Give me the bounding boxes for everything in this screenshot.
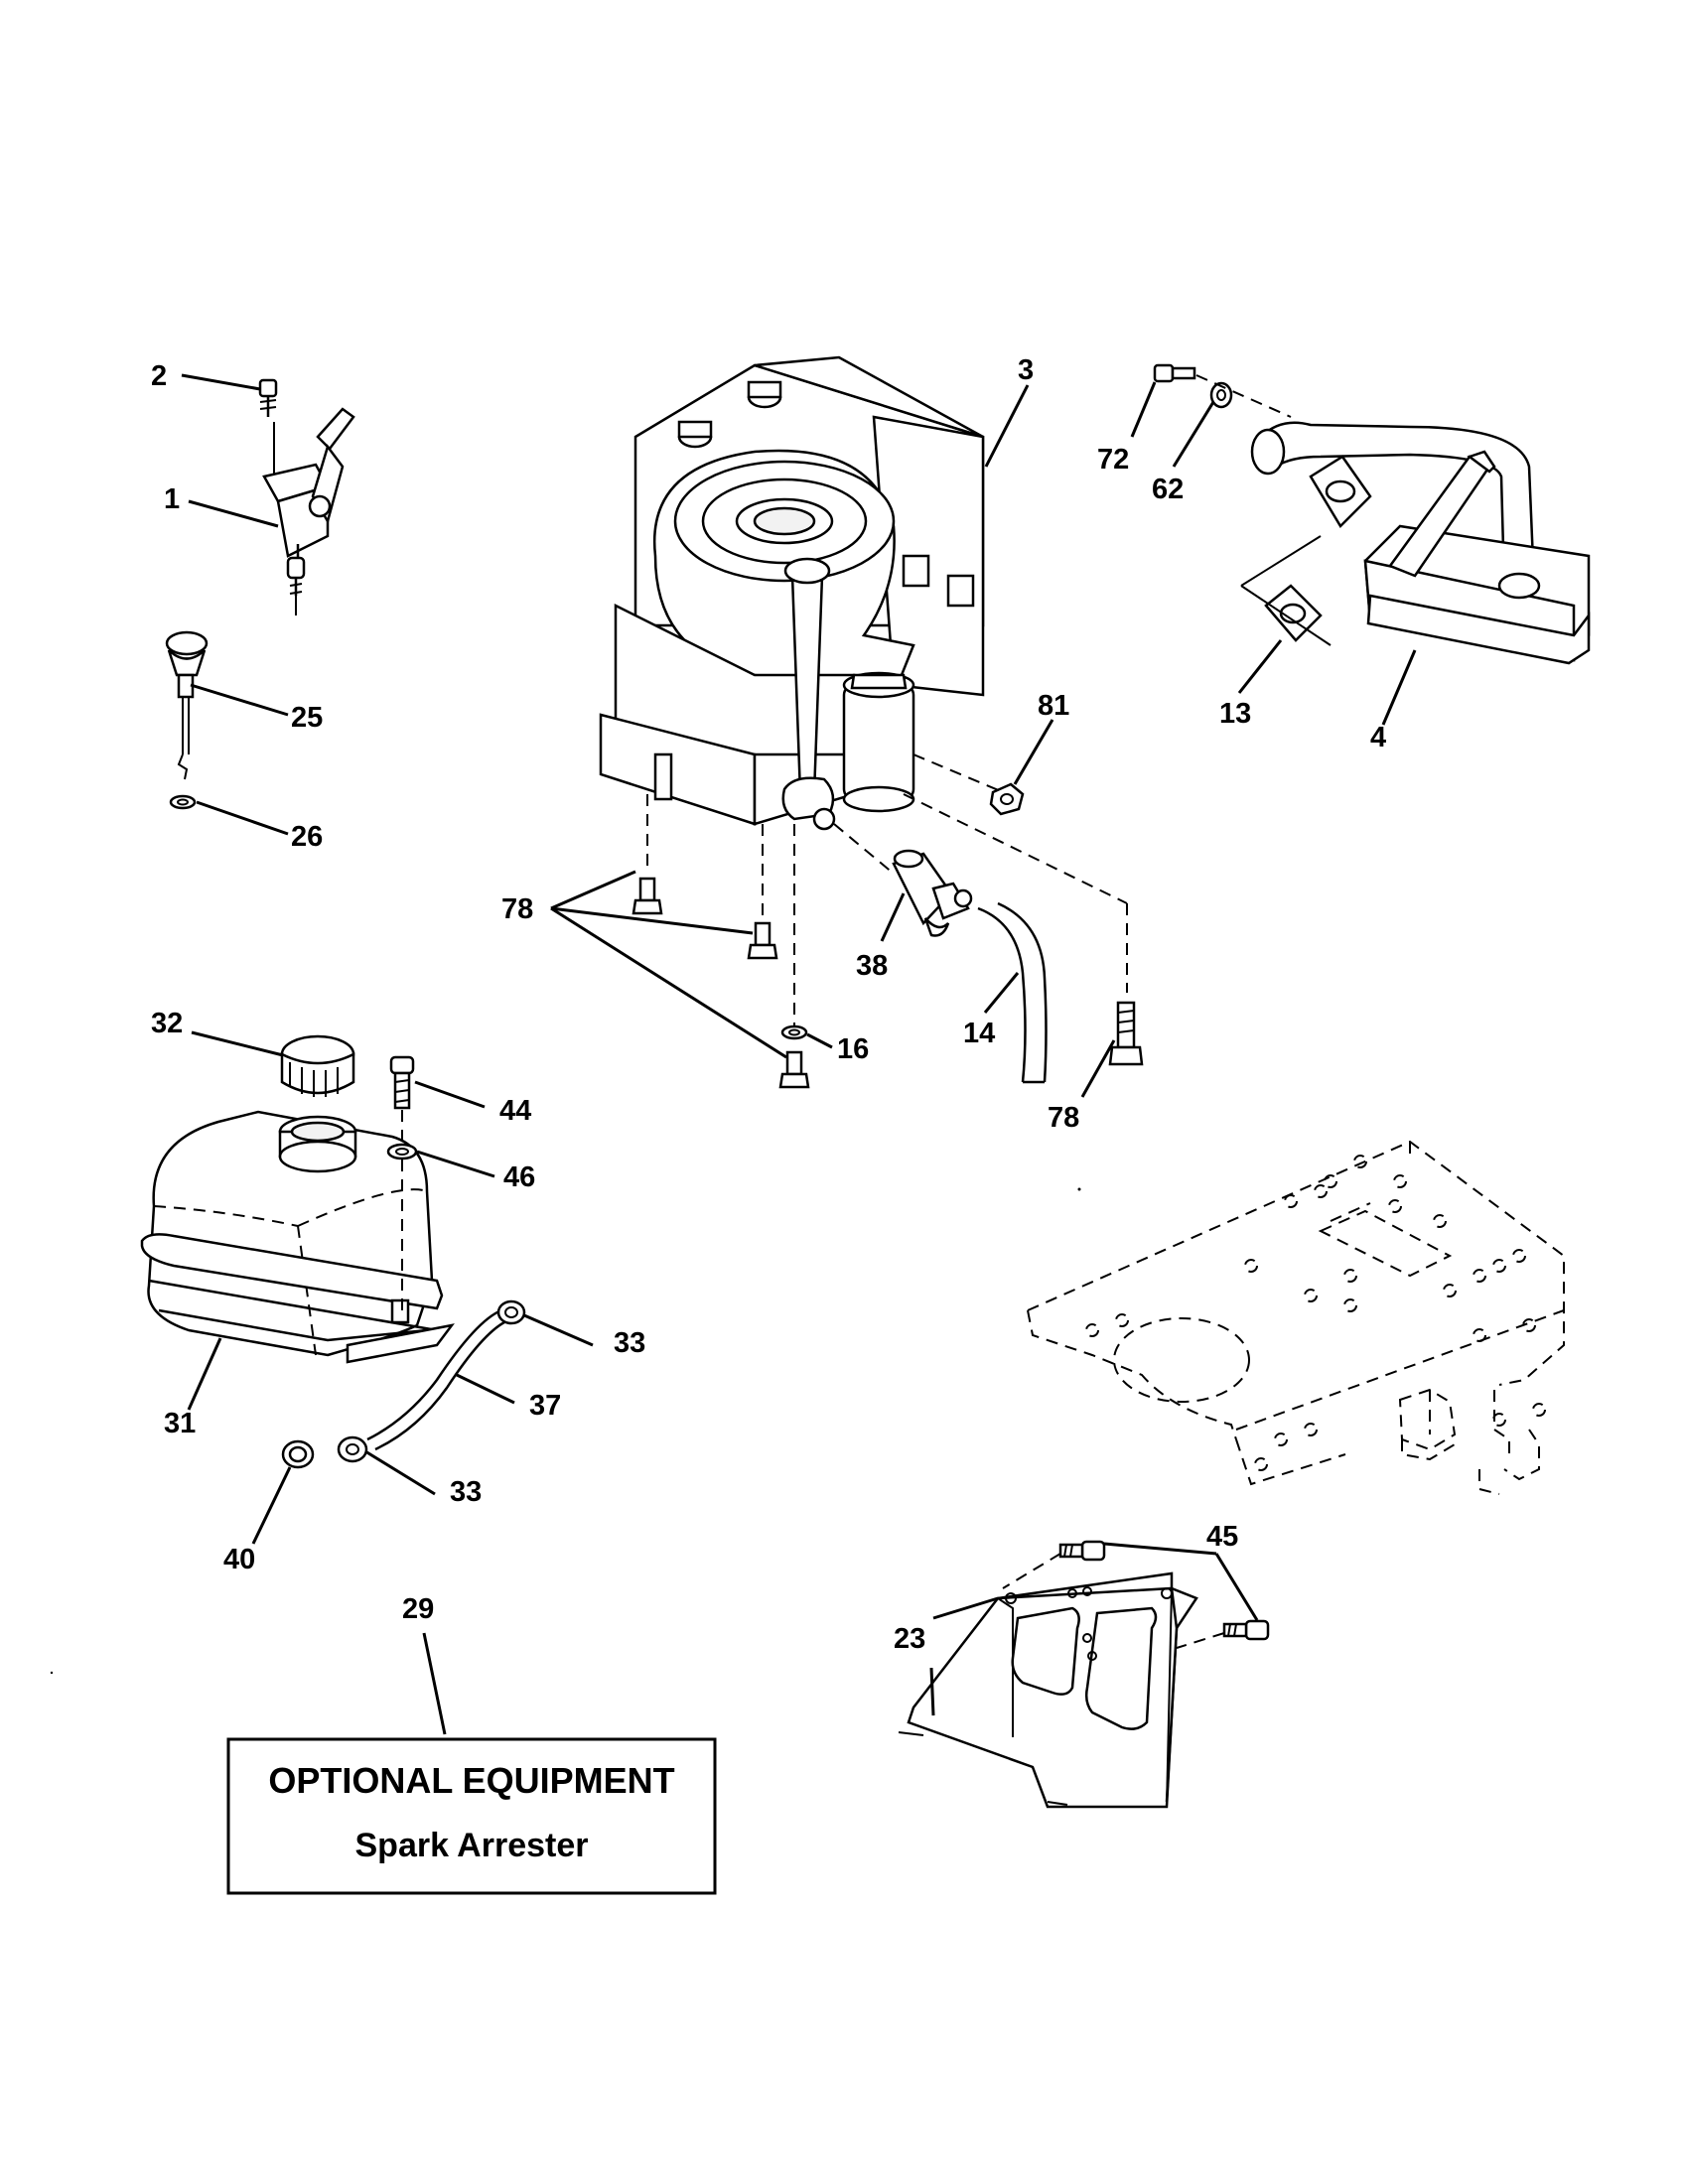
engine: [599, 355, 985, 831]
engine-mount-dashes: [646, 753, 1128, 1027]
optional-equipment-title: OPTIONAL EQUIPMENT: [268, 1760, 674, 1801]
heat-shield-assembly: [898, 1540, 1270, 1809]
label-part-23: 23: [894, 1623, 925, 1655]
fuel-pump-and-hose: [892, 849, 1048, 1084]
label-part-3: 3: [1018, 354, 1034, 386]
label-part-40: 40: [223, 1544, 255, 1575]
label-part-4: 4: [1370, 722, 1386, 753]
label-part-78-left: 78: [501, 893, 533, 925]
label-part-26: 26: [291, 821, 323, 853]
muffler-assembly: [1153, 363, 1591, 665]
label-part-33-top: 33: [614, 1327, 645, 1359]
label-part-32: 32: [151, 1008, 183, 1039]
label-part-25: 25: [291, 702, 323, 734]
stray-dot: [50, 1671, 54, 1675]
label-part-37: 37: [529, 1390, 561, 1422]
label-part-13: 13: [1219, 698, 1251, 730]
throttle-control: [258, 378, 355, 615]
label-part-46: 46: [503, 1161, 535, 1193]
label-part-14: 14: [963, 1018, 995, 1049]
leader-lines: [181, 373, 1417, 1735]
label-part-81: 81: [1038, 690, 1069, 722]
fuel-tank-assembly: [140, 1034, 455, 1469]
label-part-33-bottom: 33: [450, 1476, 482, 1508]
chassis-frame: [1027, 1140, 1565, 1495]
stray-dot: [1077, 1187, 1081, 1191]
part-labels: 2 1 25 26 3 72 62 13 4 81 78 38 14 16 78…: [151, 354, 1386, 1655]
label-part-2: 2: [151, 360, 167, 392]
fuel-line-assembly: [337, 1299, 526, 1463]
label-part-78-right: 78: [1048, 1102, 1079, 1134]
label-part-62: 62: [1152, 474, 1184, 505]
label-part-45: 45: [1206, 1521, 1238, 1553]
optional-equipment-box: OPTIONAL EQUIPMENT Spark Arrester: [226, 1737, 717, 1895]
dipstick: [165, 630, 209, 810]
label-part-38: 38: [856, 950, 888, 982]
label-part-31: 31: [164, 1408, 196, 1439]
label-part-29: 29: [402, 1593, 434, 1625]
label-part-1: 1: [164, 483, 180, 515]
engine-bolts: [632, 782, 1144, 1089]
optional-equipment-subtitle: Spark Arrester: [355, 1827, 589, 1864]
label-part-72: 72: [1097, 444, 1129, 476]
label-part-44: 44: [499, 1095, 531, 1127]
label-part-16: 16: [837, 1033, 869, 1065]
